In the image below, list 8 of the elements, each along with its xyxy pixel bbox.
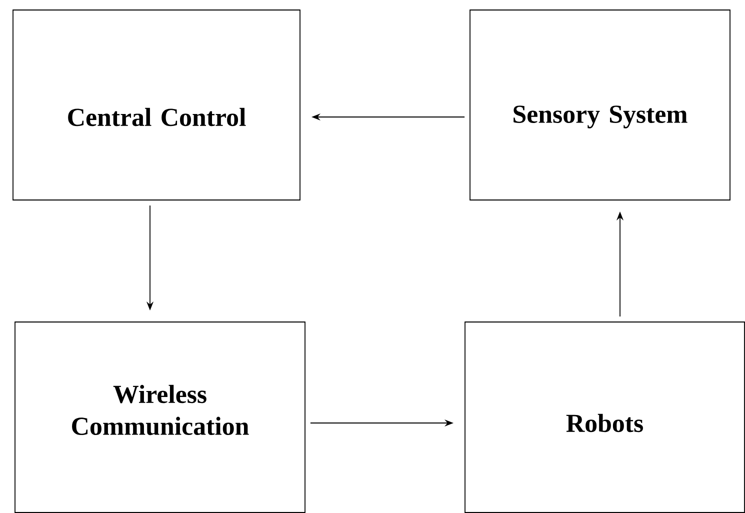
box-label: Robots [566,414,643,432]
box-label: Wireless Communication [72,384,249,436]
process-box [12,10,300,200]
process-box [464,322,745,513]
process-box [470,10,730,200]
box-label: Central Control [68,108,246,126]
process-box [14,322,306,513]
box-label: Sensory System [514,106,688,128]
